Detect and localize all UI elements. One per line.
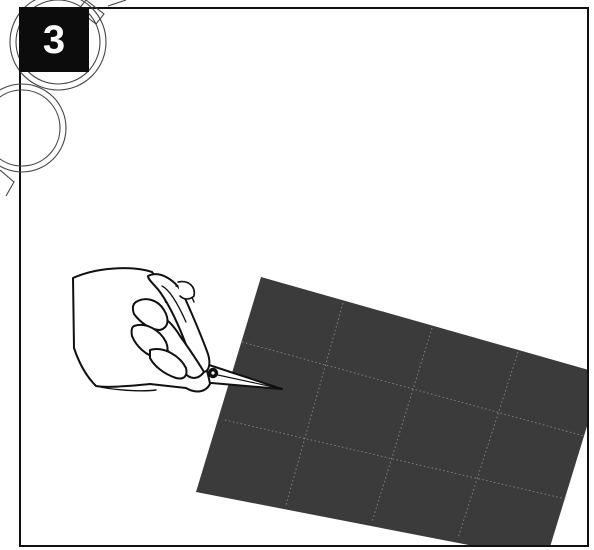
dark-sheet <box>196 277 594 550</box>
step-number-badge: 3 <box>19 7 89 72</box>
step-number: 3 <box>43 20 65 60</box>
